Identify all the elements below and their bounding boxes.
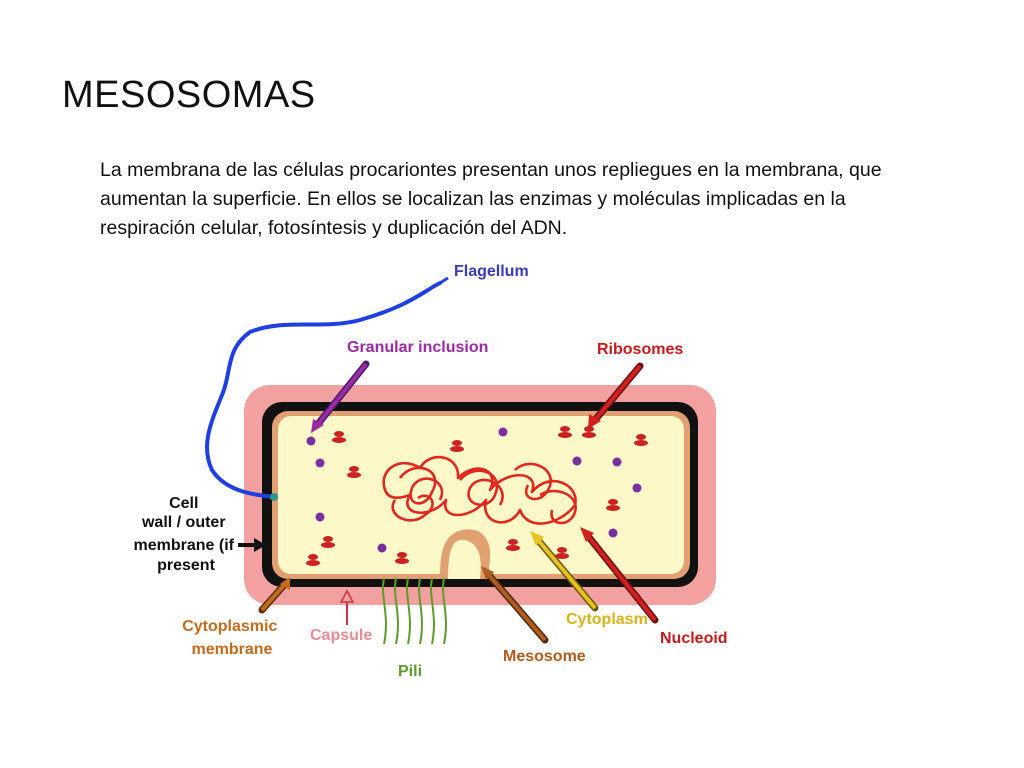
ribosome bbox=[450, 440, 464, 452]
granular-inclusion-label: Granular inclusion bbox=[347, 339, 488, 356]
mesosome-fold-inner bbox=[448, 539, 481, 579]
granule bbox=[306, 436, 316, 446]
ribosome bbox=[555, 547, 569, 559]
ribosome bbox=[634, 434, 648, 446]
granule bbox=[572, 456, 582, 466]
ribosomes-label: Ribosomes bbox=[597, 341, 683, 358]
cytoplasmic-membrane-label: Cytoplasmic membrane bbox=[182, 618, 282, 658]
capsule-arrow bbox=[339, 589, 355, 625]
mesosome-fold bbox=[440, 529, 491, 579]
pili-strands bbox=[382, 577, 447, 645]
ribosome bbox=[395, 552, 409, 564]
flagellum-strand bbox=[204, 281, 442, 499]
ribosome bbox=[506, 539, 520, 551]
granule bbox=[315, 512, 325, 522]
capsule-label: Capsule bbox=[310, 627, 372, 644]
granular-inclusion-arrow bbox=[311, 360, 370, 433]
cytoplasmic-membrane-arrow bbox=[258, 577, 290, 614]
ribosome bbox=[306, 554, 320, 566]
cytoplasm-area bbox=[278, 416, 684, 574]
mesosome-label: Mesosome bbox=[503, 648, 586, 665]
ribosome bbox=[321, 536, 335, 548]
cytoplasm-label: Cytoplasm bbox=[566, 611, 648, 628]
nucleoid-dna bbox=[382, 455, 577, 525]
pili-label: Pili bbox=[398, 663, 422, 680]
slide-title: MESOSOMAS bbox=[62, 74, 316, 116]
ribosome bbox=[347, 466, 361, 478]
ribosome bbox=[332, 431, 346, 443]
mesosome-arrow bbox=[481, 566, 549, 644]
flagellum-label: Flagellum bbox=[454, 263, 529, 280]
ribosomes bbox=[306, 426, 648, 566]
nucleoid-arrow bbox=[580, 527, 659, 624]
granule bbox=[612, 457, 622, 467]
granule bbox=[315, 458, 325, 468]
granular-inclusions bbox=[306, 427, 642, 553]
slide-body-text: La membrana de las células procariontes … bbox=[100, 159, 882, 239]
granule bbox=[377, 543, 387, 553]
flagellum-base bbox=[270, 493, 278, 501]
ribosome bbox=[558, 426, 572, 438]
ribosome bbox=[606, 499, 620, 511]
cell-wall-arrow bbox=[238, 538, 266, 552]
cytoplasm-arrow bbox=[530, 531, 599, 612]
ribosome bbox=[582, 426, 596, 438]
ribosomes-arrow bbox=[588, 362, 644, 429]
granule bbox=[608, 528, 618, 538]
nucleoid-label: Nucleoid bbox=[660, 630, 728, 647]
granule bbox=[498, 427, 508, 437]
flagellum-label-connector bbox=[439, 276, 449, 285]
granule bbox=[632, 483, 642, 493]
cell-wall-label: Cell wall / outer membrane (if present bbox=[134, 495, 239, 574]
